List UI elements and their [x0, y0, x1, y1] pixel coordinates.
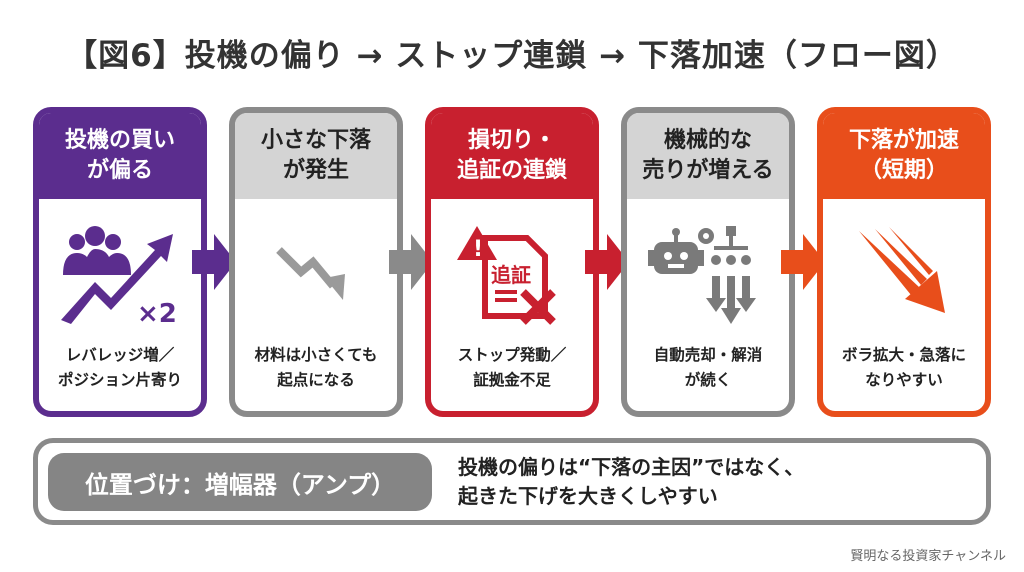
channel-credit: 賢明なる投資家チャンネル [850, 549, 1006, 564]
step-3-card: 損切り・ 追証の連鎖 ! 追証 ストップ発動／ 証拠金不足 [425, 107, 599, 417]
positioning-label: 位置づけ：増幅器（アンプ） [48, 453, 432, 511]
summary-note: 投機の偏りは“下落の主因”ではなく、 起きた下げを大きくしやすい [458, 455, 805, 508]
robot-algorithm-icon [627, 205, 789, 345]
fast-falling-arrow-icon [823, 205, 985, 345]
step-4-card: 機械的な 売りが増える 自動売却・解消 が続く [621, 107, 795, 417]
margin-call-document-icon: ! 追証 [431, 205, 593, 345]
flow-arrow-icon [781, 234, 825, 290]
step-header: 下落が加速 （短期） [823, 113, 985, 199]
step-2-card: 小さな下落 が発生 材料は小さくても 起点になる [229, 107, 403, 417]
step-header: 投機の買い が偏る [39, 113, 201, 199]
zigzag-down-arrow-icon [235, 205, 397, 345]
crowd-rising-arrow-icon: ×2 [39, 205, 201, 345]
step-1-card: 投機の買い が偏る ×2 レバレッジ増／ ポジション片寄り [33, 107, 207, 417]
step-header: 損切り・ 追証の連鎖 [431, 113, 593, 199]
step-description: レバレッジ増／ ポジション片寄り [57, 346, 182, 390]
step-header: 小さな下落 が発生 [235, 113, 397, 199]
svg-text:!: ! [473, 237, 483, 262]
step-description: 材料は小さくても 起点になる [254, 346, 378, 390]
flow-arrow-icon [192, 234, 236, 290]
flow-arrow-icon [585, 234, 629, 290]
step-description: ボラ拡大・急落に なりやすい [841, 346, 966, 390]
svg-text:×2: ×2 [137, 299, 177, 329]
page-title: 【図6】投機の偏り → ストップ連鎖 → 下落加速（フロー図） [66, 38, 958, 74]
summary-panel: 位置づけ：増幅器（アンプ） 投機の偏りは“下落の主因”ではなく、 起きた下げを大… [33, 438, 991, 525]
svg-text:追証: 追証 [491, 263, 531, 287]
step-header: 機械的な 売りが増える [627, 113, 789, 199]
step-description: ストップ発動／ 証拠金不足 [457, 346, 567, 390]
flow-arrow-icon [389, 234, 433, 290]
step-description: 自動売却・解消 が続く [653, 346, 763, 390]
step-5-card: 下落が加速 （短期） ボラ拡大・急落に なりやすい [817, 107, 991, 417]
